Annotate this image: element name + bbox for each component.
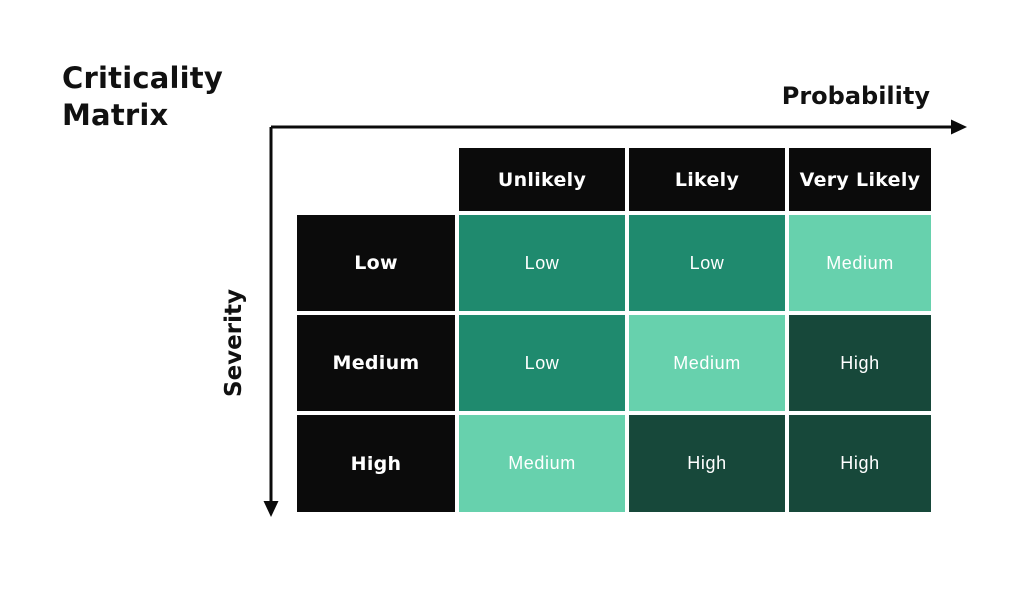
y-axis-arrowhead-icon <box>263 501 279 517</box>
matrix-cell-r1c1: Low <box>459 215 625 311</box>
col-header-3: Very Likely <box>789 148 931 211</box>
x-axis-label: Probability <box>781 82 930 110</box>
col-header-2: Likely <box>629 148 785 211</box>
row-header-3: High <box>297 415 455 512</box>
col-header-1: Unlikely <box>459 148 625 211</box>
matrix-cell-r2c3: High <box>789 315 931 411</box>
row-header-2: Medium <box>297 315 455 411</box>
page-title: Criticality Matrix <box>62 61 223 133</box>
criticality-matrix-grid: Unlikely Likely Very Likely Low Low Low … <box>297 148 931 512</box>
matrix-cell-r2c1: Low <box>459 315 625 411</box>
matrix-cell-r3c3: High <box>789 415 931 512</box>
matrix-cell-r1c3: Medium <box>789 215 931 311</box>
row-header-1: Low <box>297 215 455 311</box>
matrix-cell-r1c2: Low <box>629 215 785 311</box>
matrix-cell-r3c1: Medium <box>459 415 625 512</box>
matrix-cell-r2c2: Medium <box>629 315 785 411</box>
matrix-corner-cell <box>297 148 455 211</box>
x-axis-arrowhead-icon <box>951 119 967 135</box>
matrix-cell-r3c2: High <box>629 415 785 512</box>
